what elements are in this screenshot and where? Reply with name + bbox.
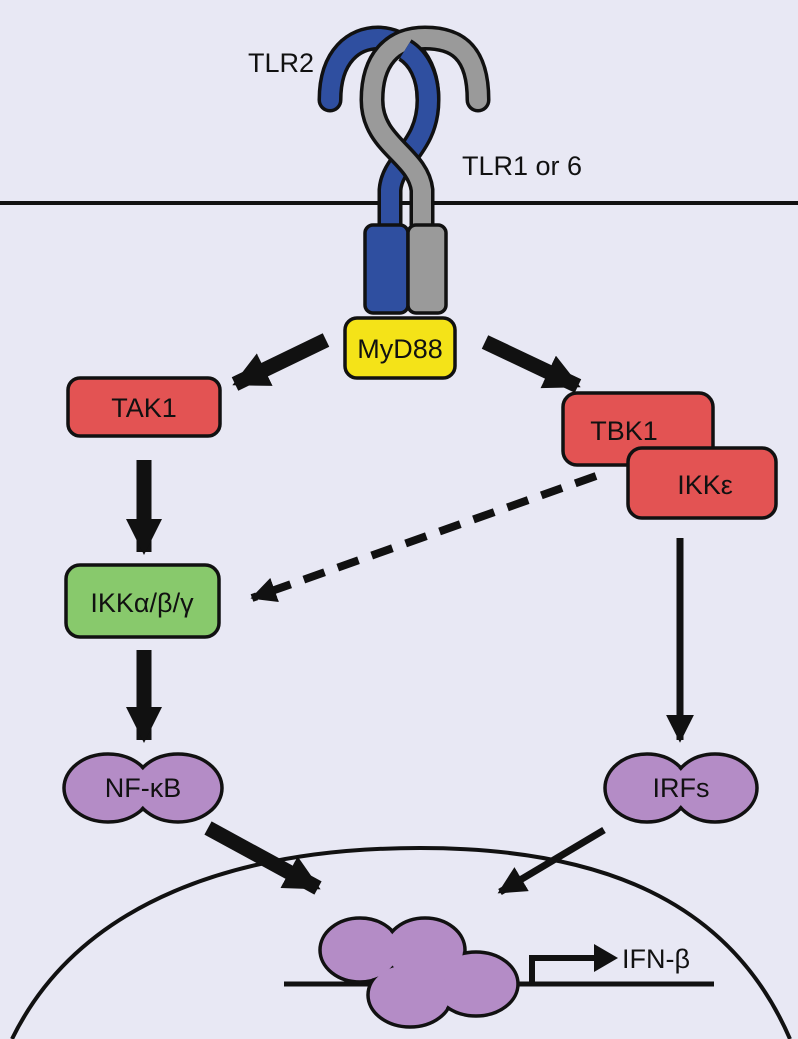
ikk-complex-label: IKKα/β/γ [90, 588, 194, 618]
tlr2-label: TLR2 [248, 48, 314, 78]
irfs-dimer [603, 752, 759, 824]
nfkb-dimer [62, 752, 224, 824]
nuclear-envelope [10, 845, 792, 1039]
ifnb-label: IFN-β [622, 944, 690, 974]
arrow-myd88-to-tbk1 [481, 335, 582, 393]
transcription-start-arrowhead [594, 944, 618, 972]
ikke-box [626, 446, 778, 520]
arrow-nfkb-to-nucleus [204, 821, 322, 895]
dashed-arrow-tbk1-to-ikk [250, 472, 598, 603]
myd88-label: MyD88 [357, 334, 443, 364]
tak1-label: TAK1 [111, 393, 177, 423]
transcription-start-arrow [529, 955, 596, 984]
ikke-label: IKKε [677, 470, 733, 500]
tlr1-6-receptor [359, 25, 491, 315]
myd88-box [343, 316, 457, 380]
ikk-complex-box [64, 563, 221, 639]
tbk1-label: TBK1 [590, 416, 658, 446]
transcription-complex [318, 916, 520, 1029]
nfkb-label: NF-κB [105, 773, 182, 803]
arrow-myd88-to-tak1 [231, 333, 330, 391]
irfs-label: IRFs [653, 773, 710, 803]
tak1-box [66, 376, 222, 438]
tlr1-6-label: TLR1 or 6 [462, 151, 582, 181]
arrow-irfs-to-nucleus [497, 826, 606, 896]
